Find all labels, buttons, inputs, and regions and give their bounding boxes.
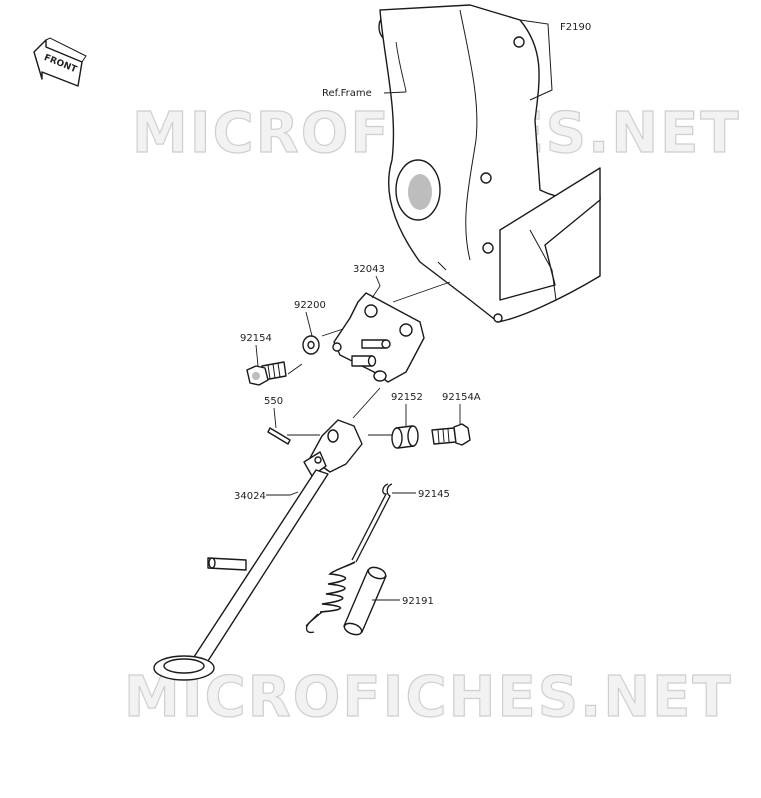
washer-92200 xyxy=(302,335,320,355)
spring-92145 xyxy=(305,483,393,634)
part-label-92145: 92145 xyxy=(418,489,450,500)
bracket-32043 xyxy=(332,292,425,383)
watermark-bottom: MICROFICHES.NET xyxy=(124,665,733,730)
part-label-92154A: 92154A xyxy=(442,392,481,403)
part-label-92200: 92200 xyxy=(294,300,326,311)
part-labels: 32043 92200 92154 550 92152 92154A 34024… xyxy=(234,264,481,607)
part-label-92154: 92154 xyxy=(240,333,272,344)
front-arrow-icon: FRONT xyxy=(33,37,87,87)
part-label-550: 550 xyxy=(264,396,283,407)
part-label-34024: 34024 xyxy=(234,491,266,502)
cotter-pin-550 xyxy=(267,427,291,445)
frame-reference xyxy=(378,4,601,323)
collar-92152 xyxy=(391,425,419,449)
part-label-92191: 92191 xyxy=(402,596,434,607)
tube-92191 xyxy=(343,566,387,636)
ref-frame-label: Ref.Frame xyxy=(322,88,372,99)
diagram-code: F2190 xyxy=(560,22,591,33)
bolt-92154 xyxy=(246,361,287,386)
bolt-92154A xyxy=(431,423,471,446)
part-label-32043: 32043 xyxy=(353,264,385,275)
side-stand-34024 xyxy=(153,419,363,681)
part-label-92152: 92152 xyxy=(391,392,423,403)
